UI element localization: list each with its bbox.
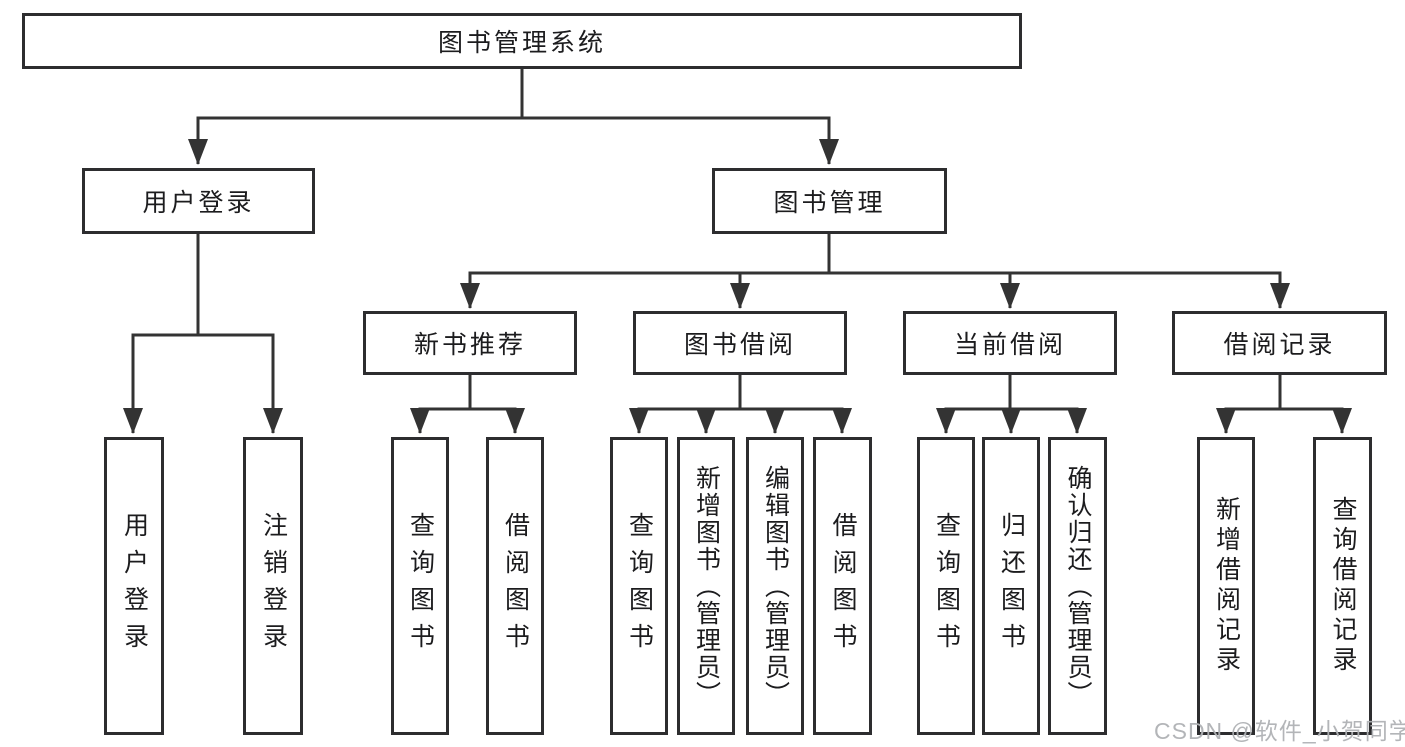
node-new-book-recommend-label: 新书推荐: [413, 331, 526, 359]
node-book-management: 图书管理: [712, 168, 947, 234]
node-current-borrow: 当前借阅: [903, 311, 1117, 375]
node-rec-query-book: 查询图书: [391, 437, 449, 735]
node-borrow-records: 借阅记录: [1172, 311, 1387, 375]
node-rec-borrow-book: 借阅图书: [486, 437, 544, 735]
watermark: CSDN @软件_小贺同学: [1154, 718, 1405, 744]
node-bb-edit-book-label: 编辑图书（管理员）: [761, 464, 790, 708]
node-cb-return-book: 归还图书: [982, 437, 1040, 735]
node-new-book-recommend: 新书推荐: [363, 311, 577, 375]
node-rec-borrow-book-label: 借阅图书: [501, 512, 530, 660]
node-do-login-label: 用户登录: [120, 512, 149, 660]
node-bb-query-book-label: 查询图书: [625, 512, 654, 660]
node-book-management-label: 图书管理: [773, 189, 886, 217]
node-cb-confirm-return: 确认归还（管理员）: [1048, 437, 1107, 735]
node-user-login-label: 用户登录: [142, 189, 255, 217]
node-cb-return-book-label: 归还图书: [997, 512, 1026, 660]
node-bb-query-book: 查询图书: [610, 437, 668, 735]
node-do-login: 用户登录: [104, 437, 164, 735]
node-user-login: 用户登录: [82, 168, 315, 234]
node-root: 图书管理系统: [22, 13, 1022, 69]
node-bb-add-book-label: 新增图书（管理员）: [692, 464, 721, 708]
node-bb-edit-book: 编辑图书（管理员）: [746, 437, 804, 735]
node-rec-query-book-label: 查询图书: [406, 512, 435, 660]
node-borrow-records-label: 借阅记录: [1223, 331, 1336, 359]
node-br-query-record-label: 查询借阅记录: [1329, 496, 1357, 676]
node-cb-query-book-label: 查询图书: [932, 512, 961, 660]
node-br-add-record-label: 新增借阅记录: [1212, 496, 1241, 676]
node-br-query-record: 查询借阅记录: [1313, 437, 1372, 735]
node-logout: 注销登录: [243, 437, 303, 735]
node-br-add-record: 新增借阅记录: [1197, 437, 1255, 735]
node-current-borrow-label: 当前借阅: [953, 331, 1066, 359]
node-root-label: 图书管理系统: [437, 29, 606, 57]
node-cb-query-book: 查询图书: [917, 437, 975, 735]
node-logout-label: 注销登录: [259, 512, 288, 660]
node-bb-add-book: 新增图书（管理员）: [677, 437, 735, 735]
node-cb-confirm-return-label: 确认归还（管理员）: [1064, 464, 1092, 708]
node-bb-borrow-book: 借阅图书: [813, 437, 872, 735]
node-bb-borrow-book-label: 借阅图书: [829, 512, 857, 660]
node-book-borrow: 图书借阅: [633, 311, 847, 375]
node-book-borrow-label: 图书借阅: [683, 331, 796, 359]
